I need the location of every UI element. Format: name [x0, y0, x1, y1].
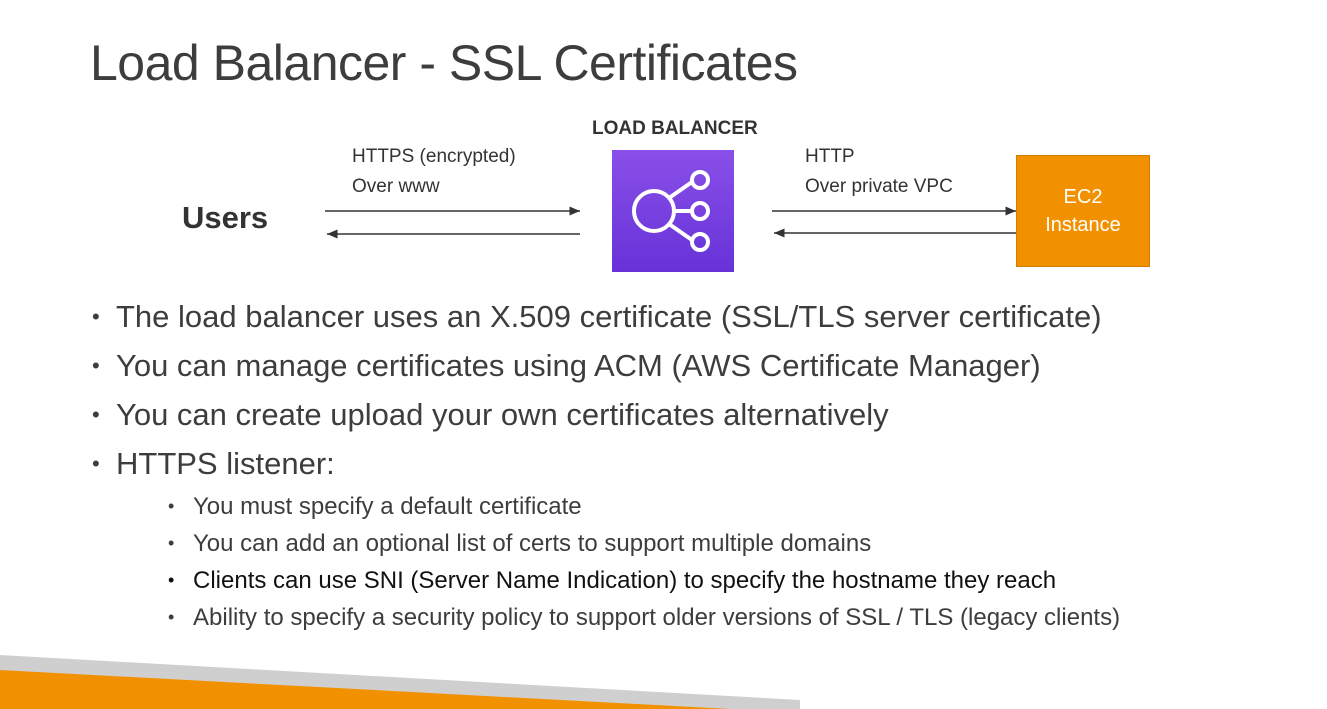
lb-to-ec2-edge-label: HTTP Over private VPC: [805, 142, 953, 202]
ec2-label-line2: Instance: [1045, 214, 1121, 236]
slide-title: Load Balancer - SSL Certificates: [90, 35, 798, 91]
sub-bullet-text: Ability to specify a security policy to …: [193, 604, 1121, 631]
bullet-text: HTTPS listener:: [116, 446, 335, 481]
sub-bullet-text: You can add an optional list of certs to…: [193, 530, 872, 557]
bullet-text: You can manage certificates using ACM (A…: [116, 348, 1041, 383]
users-node: Users: [182, 200, 269, 235]
load-balancer-node: [612, 150, 734, 272]
bullet-dot-icon: •: [168, 496, 175, 516]
bullet-dot-icon: •: [168, 570, 175, 590]
bullet-dot-icon: •: [92, 353, 100, 378]
footer-gray-stripe: [0, 655, 800, 709]
lb-to-ec2-network: Over private VPC: [805, 176, 953, 197]
footer-orange-stripe: [0, 670, 730, 709]
bullet-item: • HTTPS listener: • You must specify a def…: [90, 439, 1120, 636]
load-balancer-heading: LOAD BALANCER: [592, 118, 758, 139]
bullet-text: The load balancer uses an X.509 certific…: [116, 299, 1102, 334]
bullet-dot-icon: •: [92, 402, 100, 427]
bullet-dot-icon: •: [92, 304, 100, 329]
sub-bullet-item: • You can add an optional list of certs t…: [116, 525, 1120, 562]
sub-bullet-text: You must specify a default certificate: [193, 493, 582, 520]
bullet-dot-icon: •: [168, 607, 175, 627]
bullet-text: You can create upload your own certifica…: [116, 397, 889, 432]
lb-to-ec2-protocol: HTTP: [805, 146, 855, 167]
bullet-item: • You can create upload your own certific…: [90, 390, 1120, 439]
ec2-instance-node: EC2 Instance: [1016, 155, 1150, 267]
bullet-item: • The load balancer uses an X.509 certifi…: [90, 292, 1120, 341]
users-to-lb-protocol: HTTPS (encrypted): [352, 146, 516, 167]
sub-bullet-list: •You must specify a default certificate …: [116, 488, 1120, 636]
ec2-label-line1: EC2: [1063, 186, 1103, 208]
bullet-item: • You can manage certificates using ACM (…: [90, 341, 1120, 390]
load-balancer-icon: [632, 170, 710, 252]
sub-bullet-item: • Ability to specify a security policy to…: [116, 599, 1120, 636]
sub-bullet-item: • You must specify a default certificate: [116, 488, 1120, 525]
sub-bullet-item: • Clients can use SNI (Server Name Indica…: [116, 562, 1120, 599]
sub-bullet-text: Clients can use SNI (Server Name Indicat…: [193, 567, 1057, 594]
users-to-lb-network: Over www: [352, 176, 440, 197]
bullet-dot-icon: •: [92, 451, 100, 476]
users-to-lb-edge-label: HTTPS (encrypted) Over www: [352, 142, 516, 202]
bullet-dot-icon: •: [168, 533, 175, 553]
bullet-list: • The load balancer uses an X.509 certifi…: [90, 292, 1120, 636]
